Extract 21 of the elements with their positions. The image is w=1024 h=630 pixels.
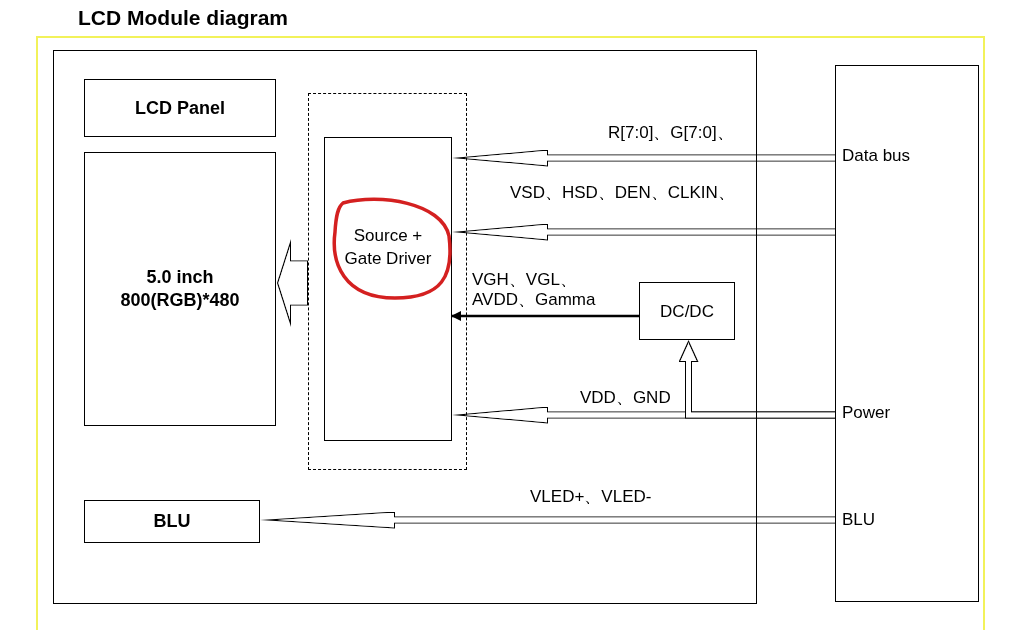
diagram-title: LCD Module diagram xyxy=(78,5,288,31)
hollow-arrow xyxy=(452,149,836,167)
hollow-arrow xyxy=(277,239,308,327)
hollow-arrow xyxy=(678,340,836,419)
hollow-arrow xyxy=(260,511,836,529)
driver-box: Source + Gate Driver xyxy=(324,137,452,441)
edge-label: VDD、GND xyxy=(578,388,673,408)
port-label: BLU xyxy=(836,509,936,531)
block-box: LCD Panel xyxy=(84,79,276,137)
port-label: Power xyxy=(836,402,936,424)
block-box: 5.0 inch 800(RGB)*480 xyxy=(84,152,276,426)
arrow xyxy=(451,311,639,321)
edge-label: VLED+、VLED- xyxy=(528,487,654,507)
dashed-group-box xyxy=(308,93,467,470)
edge-label: VGH、VGL、 AVDD、Gamma xyxy=(470,270,599,310)
port-label: Data bus xyxy=(836,145,936,167)
block-box: BLU xyxy=(84,500,260,543)
block-box: DC/DC xyxy=(639,282,735,340)
outline-box xyxy=(53,50,757,604)
connector-box xyxy=(835,65,979,602)
hollow-arrow xyxy=(452,223,836,241)
